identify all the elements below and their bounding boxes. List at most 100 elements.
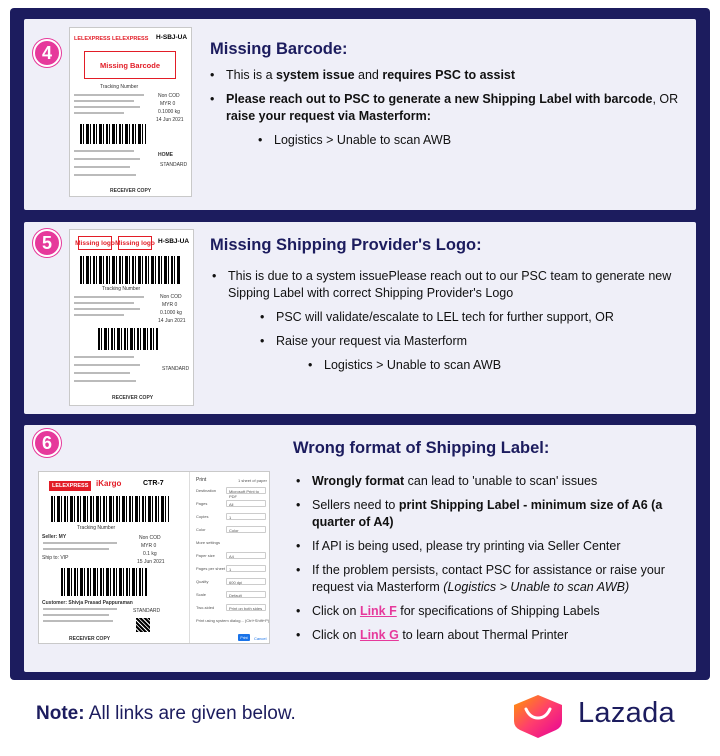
bullet-item: Click on Link F for specifications of Sh… bbox=[296, 603, 692, 620]
label-standard: STANDARD bbox=[160, 162, 188, 168]
print-setting-label: More settings bbox=[196, 540, 221, 545]
print-setting-field[interactable]: Microsoft Print to PDF bbox=[226, 487, 266, 499]
barcode bbox=[80, 256, 180, 284]
section-number-badge: 4 bbox=[33, 39, 61, 67]
print-setting-value: Print on both sides bbox=[229, 606, 263, 611]
label-footer: RECEIVER COPY bbox=[110, 188, 152, 194]
bullet-item: Logistics > Unable to scan AWB bbox=[258, 132, 690, 149]
label-code: CTR-7 bbox=[143, 480, 164, 487]
barcode bbox=[80, 124, 146, 144]
missing-logo-callout: Missing logo bbox=[75, 236, 115, 250]
print-setting-value: 600 dpi bbox=[229, 580, 243, 585]
print-setting-label: Color bbox=[196, 527, 206, 532]
tracking-label: Tracking Number bbox=[102, 286, 141, 292]
label-footer: RECEIVER COPY bbox=[112, 395, 154, 401]
bullet-item: Raise your request via Masterform bbox=[260, 333, 682, 350]
label-cod: Non COD bbox=[160, 294, 182, 300]
qr-code-icon bbox=[136, 618, 150, 632]
section-bullets: This is a system issue and requires PSC … bbox=[210, 67, 690, 156]
label-weight: 0.1000 kg bbox=[158, 109, 180, 115]
bullet-item: This is due to a system issuePlease reac… bbox=[212, 268, 682, 302]
section-bullets: This is due to a system issuePlease reac… bbox=[212, 268, 682, 381]
label-home: HOME bbox=[158, 152, 173, 158]
label-code: H-SBJ-UA bbox=[158, 238, 190, 245]
label-amount: MYR 0 bbox=[141, 543, 157, 549]
section-title: Missing Barcode: bbox=[210, 40, 348, 58]
shipping-label-image: Missing logo Missing logo H-SBJ-UA Track… bbox=[69, 229, 194, 406]
print-setting-field[interactable]: A4 bbox=[226, 552, 266, 559]
print-setting-value: 1 bbox=[229, 567, 232, 572]
bullet-item: Logistics > Unable to scan AWB bbox=[308, 357, 682, 374]
print-setting-label: Destination bbox=[196, 488, 217, 493]
missing-barcode-callout: Missing Barcode bbox=[84, 51, 176, 79]
print-setting-label: Two-sided bbox=[196, 605, 215, 610]
label-seller: Seller: MY bbox=[42, 534, 67, 540]
print-sheet-count: 1 sheet of paper bbox=[238, 478, 267, 483]
label-cod: Non COD bbox=[158, 93, 180, 99]
print-setting-label: Paper size bbox=[196, 553, 215, 558]
section-number-badge: 5 bbox=[33, 229, 61, 257]
print-dialog: Print 1 sheet of paper Destination Micros… bbox=[189, 472, 269, 643]
label-weight: 0.1000 kg bbox=[160, 310, 182, 316]
label-standard: STANDARD bbox=[133, 608, 161, 614]
bullet-item: This is a system issue and requires PSC … bbox=[210, 67, 690, 84]
print-button[interactable]: Print bbox=[238, 634, 250, 641]
print-setting-field[interactable]: 1 bbox=[226, 513, 266, 520]
lazada-wordmark: Lazada bbox=[578, 697, 675, 729]
barcode bbox=[61, 568, 147, 596]
label-brand: LELEXPRESS bbox=[49, 481, 92, 491]
print-setting-field[interactable]: Color bbox=[226, 526, 266, 533]
shipping-label-image: LELEXPRESS LELEXPRESS H-SBJ-UA Missing B… bbox=[69, 27, 192, 197]
print-setting-value: Default bbox=[229, 593, 242, 598]
label-amount: MYR 0 bbox=[162, 302, 178, 308]
print-setting-value: Microsoft Print to PDF bbox=[229, 489, 260, 499]
bullet-item: Sellers need to print Shipping Label - m… bbox=[296, 497, 692, 531]
label-standard: STANDARD bbox=[162, 366, 190, 372]
label-code: H-SBJ-UA bbox=[156, 34, 188, 41]
print-setting-field[interactable]: All bbox=[226, 500, 266, 507]
label-customer: Customer: Shivja Prasad Pappuraman bbox=[42, 600, 133, 606]
label-brand: LELEXPRESS bbox=[112, 36, 149, 42]
missing-logo-callout: Missing logo bbox=[115, 236, 155, 250]
barcode bbox=[51, 496, 169, 522]
print-setting-label: Quality bbox=[196, 579, 209, 584]
print-setting-label: Copies bbox=[196, 514, 209, 519]
cancel-button[interactable]: Cancel bbox=[254, 636, 267, 641]
section-bullets: Wrongly format can lead to 'unable to sc… bbox=[296, 473, 692, 651]
print-setting-label: Pages per sheet bbox=[196, 566, 226, 571]
bullet-item: Click on Link G to learn about Thermal P… bbox=[296, 627, 692, 644]
label-amount: MYR 0 bbox=[160, 101, 176, 107]
print-setting-label: Pages bbox=[196, 501, 208, 506]
bullet-item: Wrongly format can lead to 'unable to sc… bbox=[296, 473, 692, 490]
label-cod: Non COD bbox=[139, 535, 161, 541]
bullet-item: If API is being used, please try printin… bbox=[296, 538, 692, 555]
bullet-item: If the problem persists, contact PSC for… bbox=[296, 562, 692, 596]
section-title: Missing Shipping Provider's Logo: bbox=[210, 236, 482, 254]
link-f[interactable]: Link F bbox=[359, 604, 397, 618]
print-setting-field[interactable]: 600 dpi bbox=[226, 578, 266, 585]
link-g[interactable]: Link G bbox=[359, 628, 399, 642]
section-title: Wrong format of Shipping Label: bbox=[293, 439, 550, 457]
section-number-badge: 6 bbox=[33, 429, 61, 457]
print-dialog-title: Print bbox=[196, 477, 207, 483]
print-setting-label: Scale bbox=[196, 592, 207, 597]
label-date: 14 Jun 2021 bbox=[156, 117, 184, 123]
label-date: 15 Jun 2021 bbox=[137, 559, 165, 565]
bullet-item: Please reach out to PSC to generate a ne… bbox=[210, 91, 690, 125]
print-setting-value: A4 bbox=[229, 554, 234, 559]
label-footer: RECEIVER COPY bbox=[69, 636, 111, 642]
print-setting-field[interactable]: Print on both sides bbox=[226, 604, 266, 611]
shipping-label: LELEXPRESS iKargo CTR-7 Tracking Number … bbox=[39, 472, 187, 643]
print-setting-value: 1 bbox=[229, 515, 232, 520]
tracking-label: Tracking Number bbox=[77, 525, 116, 531]
label-ship-to: Ship to: VIP bbox=[42, 555, 69, 561]
barcode bbox=[98, 328, 158, 350]
print-setting-field[interactable]: 1 bbox=[226, 565, 266, 572]
print-setting-value: All bbox=[229, 502, 234, 507]
lazada-logo-icon bbox=[514, 695, 562, 738]
label-brand: LELEXPRESS bbox=[74, 36, 111, 42]
print-setting-field[interactable]: Default bbox=[226, 591, 266, 598]
label-brand: iKargo bbox=[96, 479, 122, 488]
bullet-item: PSC will validate/escalate to LEL tech f… bbox=[260, 309, 682, 326]
tracking-label: Tracking Number bbox=[100, 84, 139, 90]
